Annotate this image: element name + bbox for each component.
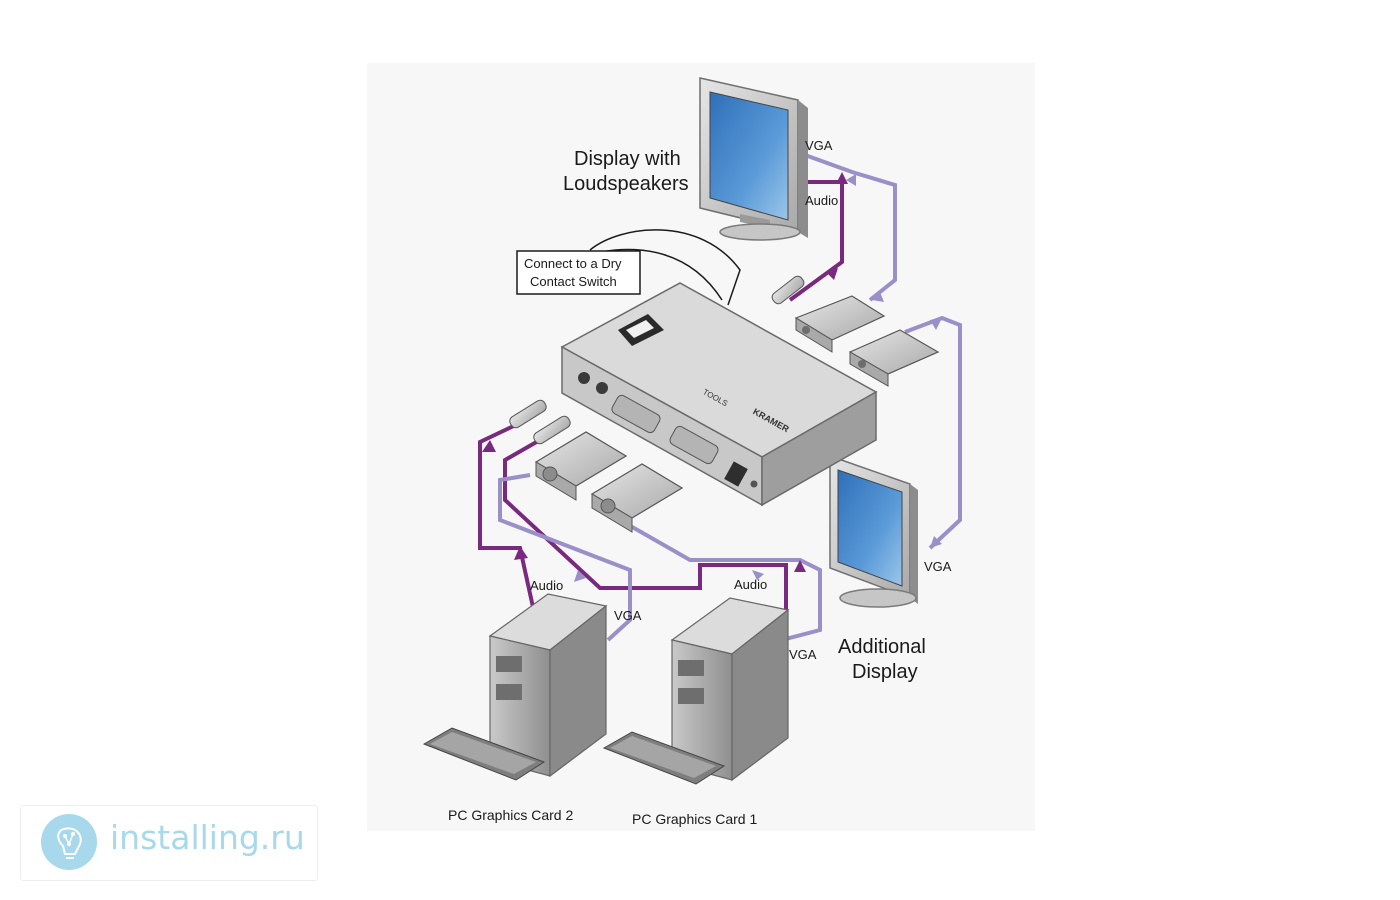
circuit-bulb-logo-icon [41, 814, 97, 870]
vga-label-top: VGA [805, 138, 833, 153]
dry-contact-cable [589, 229, 741, 306]
pc1-label: PC Graphics Card 1 [632, 811, 757, 827]
cable-arrows [482, 172, 942, 582]
vga-cables [498, 153, 962, 642]
vga-label-additional: VGA [924, 559, 952, 574]
dry-contact-line2: Contact Switch [530, 274, 617, 289]
dry-contact-line1: Connect to a Dry [524, 256, 622, 271]
additional-display-line2: Display [852, 661, 918, 683]
vga-label-pc2: VGA [614, 608, 642, 623]
additional-vga-connector [848, 329, 940, 387]
pc-audio-plugs [509, 399, 571, 445]
dry-contact-callout [516, 250, 641, 295]
watermark: installing.ru [20, 805, 318, 881]
additional-display-line1: Additional [838, 636, 926, 658]
top-display-monitor [699, 77, 808, 241]
top-audio-plug [771, 275, 805, 305]
additional-display-monitor [829, 454, 918, 608]
pc2-computer [422, 593, 608, 781]
audio-label-pc2: Audio [530, 578, 563, 593]
display-title-line1: Display with [574, 148, 681, 170]
pc2-label: PC Graphics Card 2 [448, 807, 573, 823]
audio-label-top: Audio [805, 193, 838, 208]
watermark-text: installing.ru [110, 818, 305, 857]
vga-label-pc1: VGA [789, 647, 817, 662]
audio-cables [478, 180, 844, 631]
top-vga-connector [794, 295, 886, 353]
pc1-computer [602, 597, 790, 785]
pc-vga-connectors [534, 431, 684, 533]
audio-label-pc1: Audio [734, 577, 767, 592]
switcher-device: KRAMER TOOLS [560, 282, 878, 507]
display-title-line2: Loudspeakers [563, 173, 689, 195]
